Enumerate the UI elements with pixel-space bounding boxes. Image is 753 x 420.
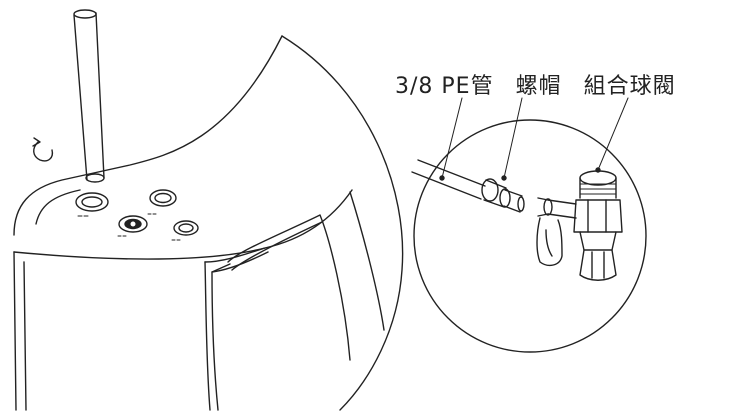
rotate-arrow-icon [33,138,52,161]
leader-ball-valve [598,98,628,170]
leader-nut [504,98,522,178]
callout-labels: 3/8 PE管 螺帽 組合球閥 [395,64,676,104]
front-corner [205,262,210,410]
top-front-edge [14,36,282,235]
magnifier-arc-left [282,36,403,410]
port-1 [76,193,108,211]
detail-circle [414,120,646,352]
front-panel [14,252,16,410]
leader-pe-tube [442,98,462,178]
nut [482,176,524,212]
leader-lines [442,98,628,178]
top-back-edge [14,190,352,259]
purifier-body [14,10,403,410]
side-panel [228,215,350,360]
port-2 [150,190,176,206]
vertical-tube [74,10,104,182]
port-4 [174,221,198,235]
label-ball-valve: 組合球閥 [583,74,676,99]
label-pe-tube: 3/8 PE管 [395,74,494,99]
port-3 [119,216,147,232]
label-nut: 螺帽 [515,74,562,99]
ball-valve [537,168,622,280]
